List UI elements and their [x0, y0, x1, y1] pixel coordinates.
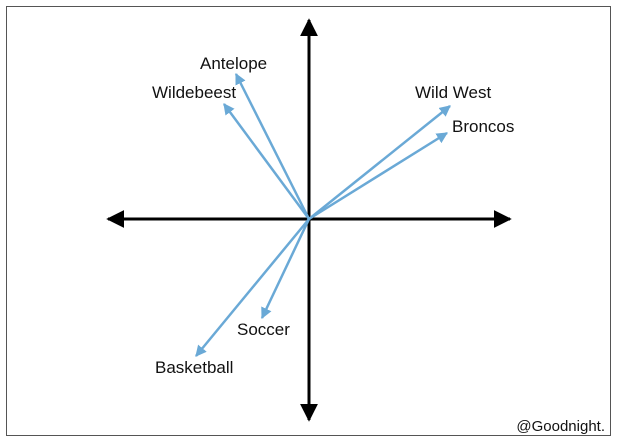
vector-wild-west — [308, 105, 451, 220]
vector-wildebeest — [222, 103, 311, 220]
vector-broncos — [308, 131, 448, 221]
label-wild-west: Wild West — [415, 83, 491, 102]
label-antelope: Antelope — [200, 54, 267, 73]
vector-soccer — [260, 218, 311, 320]
label-basketball: Basketball — [155, 358, 233, 377]
label-broncos: Broncos — [452, 117, 514, 136]
label-soccer: Soccer — [237, 320, 290, 339]
vector-antelope — [234, 72, 311, 220]
label-wildebeest: Wildebeest — [152, 83, 236, 102]
vector-basketball — [195, 218, 310, 357]
watermark: @Goodnight. — [514, 418, 607, 435]
